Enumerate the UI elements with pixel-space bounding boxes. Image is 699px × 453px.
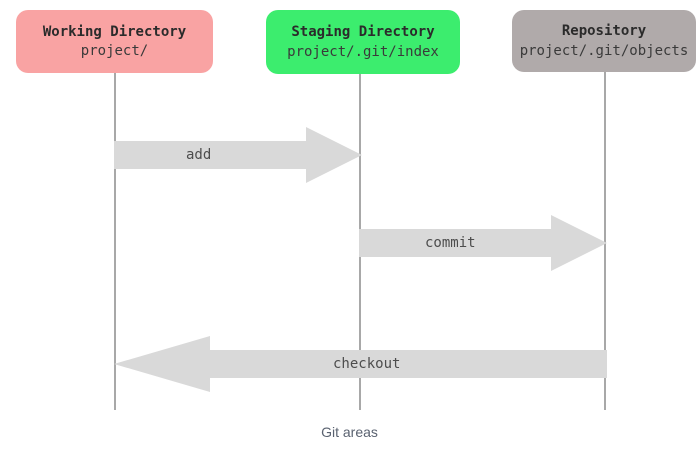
arrow-commit-label: commit xyxy=(425,235,476,251)
node-staging-directory-path: project/.git/index xyxy=(287,43,439,60)
node-staging-directory: Staging Directory project/.git/index xyxy=(266,10,460,74)
arrow-add-label: add xyxy=(186,147,212,163)
node-staging-directory-title: Staging Directory xyxy=(291,24,435,41)
node-working-directory-title: Working Directory xyxy=(42,23,187,40)
lifeline-working-directory xyxy=(114,73,116,410)
node-repository-path: project/.git/objects xyxy=(519,42,689,59)
arrow-commit-shape xyxy=(359,215,607,271)
lifeline-repository xyxy=(604,72,606,410)
node-working-directory: Working Directory project/ xyxy=(16,10,213,73)
node-repository: Repository project/.git/objects xyxy=(512,10,696,72)
arrow-commit: commit xyxy=(359,215,607,271)
node-working-directory-path: project/ xyxy=(80,43,149,59)
diagram-caption: Git areas xyxy=(321,424,378,440)
arrow-checkout-label: checkout xyxy=(333,356,401,372)
arrow-add: add xyxy=(114,127,362,183)
arrow-checkout-shape xyxy=(114,336,607,392)
node-repository-title: Repository xyxy=(561,23,647,40)
arrow-checkout: checkout xyxy=(114,336,607,392)
arrow-add-shape xyxy=(114,127,362,183)
